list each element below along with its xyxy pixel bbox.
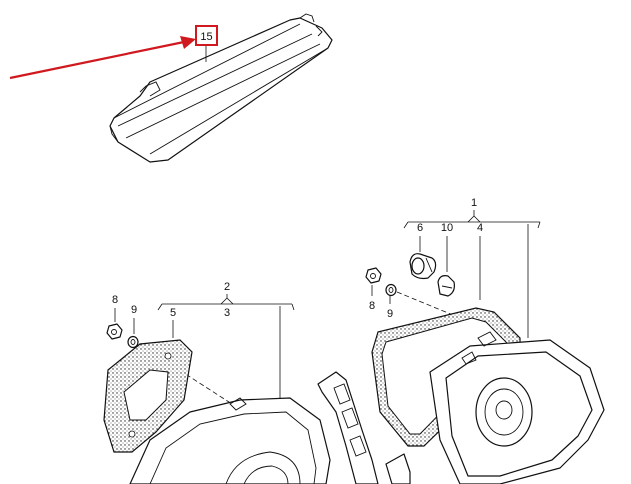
- group-2-3-bracket: 2 3: [157, 281, 295, 400]
- tail-lamp-left-part[interactable]: [129, 397, 331, 484]
- callout-9-right[interactable]: 9: [387, 308, 393, 320]
- highlight-arrow: [9, 36, 196, 80]
- group-1-bracket: 1: [403, 197, 541, 338]
- callout-4[interactable]: 4: [477, 222, 483, 234]
- callout-8-left[interactable]: 8: [112, 294, 118, 306]
- nut-right[interactable]: [365, 267, 382, 284]
- callout-9-left[interactable]: 9: [131, 304, 137, 316]
- brake-light-part[interactable]: [109, 13, 333, 163]
- callout-15-highlight-box: [195, 25, 218, 46]
- callout-5[interactable]: 5: [170, 307, 176, 319]
- bulb-holder-part[interactable]: [409, 253, 437, 280]
- tail-lamp-right-part[interactable]: [429, 331, 605, 484]
- washer-left[interactable]: [127, 335, 139, 349]
- bulb-part[interactable]: [437, 275, 455, 297]
- callout-10[interactable]: 10: [441, 222, 453, 234]
- callout-2[interactable]: 2: [224, 281, 230, 293]
- rear-panel-bracket: [317, 371, 411, 484]
- callout-15[interactable]: 15: [200, 31, 212, 43]
- washer-right[interactable]: [385, 283, 397, 297]
- callout-6[interactable]: 6: [417, 222, 423, 234]
- callout-8-right[interactable]: 8: [369, 300, 375, 312]
- gasket-left-part[interactable]: [103, 339, 193, 453]
- callout-1[interactable]: 1: [471, 197, 477, 209]
- nut-left[interactable]: [106, 323, 123, 340]
- callout-3[interactable]: 3: [224, 307, 230, 319]
